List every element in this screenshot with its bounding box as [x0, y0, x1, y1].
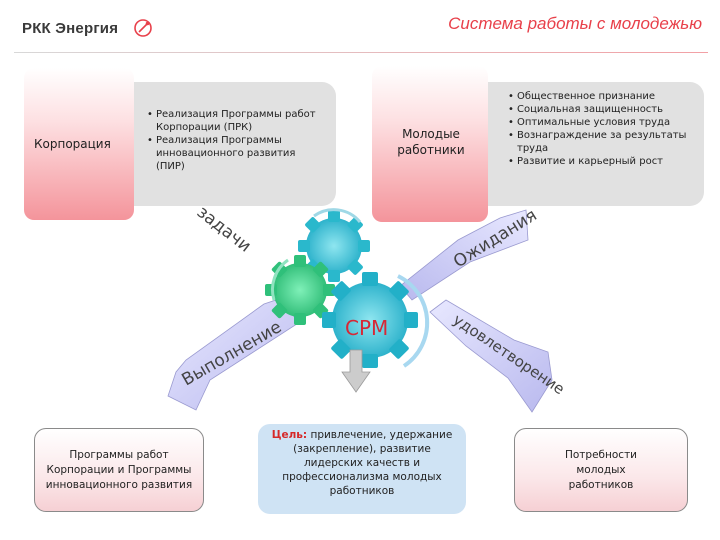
young-bullet: Развитие и карьерный рост [508, 155, 700, 168]
arrow-label-satisfaction: удовлетворение [450, 310, 568, 398]
young-bullet: Оптимальные условия труда [508, 116, 700, 129]
logo-mark-icon [134, 19, 152, 37]
programs-box: Программы работ Корпорации и Программы и… [34, 428, 204, 512]
young-bullet: Социальная защищенность [508, 103, 700, 116]
young-bullet: Вознаграждение за результаты труда [508, 129, 700, 155]
header-divider [14, 52, 708, 53]
needs-box: Потребности молодых работников [514, 428, 688, 512]
arrow-down [341, 349, 371, 393]
corporation-bullets: Реализация Программы работ Корпорации (П… [147, 108, 325, 173]
corporation-label: Корпорация [34, 137, 111, 151]
page-title: Система работы с молодежью [448, 14, 702, 33]
gear-top-icon [298, 210, 370, 282]
corporation-bullet: Реализация Программы инновационного разв… [147, 134, 325, 173]
company-logo: РКК Энергия [22, 20, 119, 37]
arrow-satisfaction [429, 299, 553, 413]
young-label: Молодые работники [397, 127, 465, 157]
goal-label: Цель: [271, 429, 308, 441]
cycle-arc-top [313, 208, 362, 223]
corporation-tab [24, 68, 134, 220]
arrow-execution [167, 299, 301, 411]
needs-text: Потребности молодых работников [564, 448, 638, 491]
cycle-arc-left [270, 258, 289, 301]
corporation-bullet: Реализация Программы работ Корпорации (П… [147, 108, 325, 134]
programs-text: Программы работ Корпорации и Программы и… [45, 448, 193, 491]
young-bullet: Общественное признание [508, 90, 700, 103]
young-bullets: Общественное признание Социальная защище… [508, 90, 700, 168]
goal-text: привлечение, удержание (закрепление), ра… [282, 429, 453, 497]
gear-center-icon [322, 272, 418, 368]
cycle-arc-right [397, 274, 430, 368]
center-label: СРМ [345, 316, 389, 340]
goal-box: Цель: привлечение, удержание (закреплени… [258, 424, 466, 514]
young-tab [372, 66, 488, 222]
